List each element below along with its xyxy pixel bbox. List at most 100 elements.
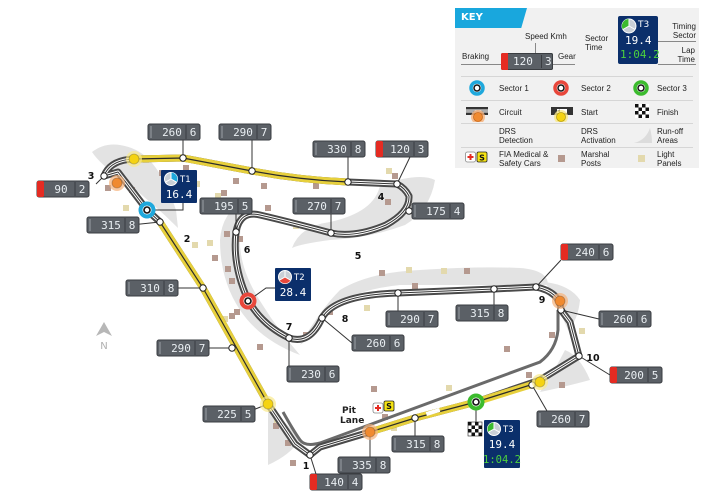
pit-lane	[281, 310, 560, 446]
callout-leader	[535, 259, 562, 288]
speed-value: 140	[324, 476, 344, 489]
box-edge	[295, 200, 297, 212]
gear-value: 8	[355, 143, 362, 156]
runoff-area	[220, 200, 300, 355]
key-label-sector-2: Sector 2	[581, 84, 611, 93]
marshal-post-icon	[412, 283, 418, 289]
gear-value: 7	[579, 413, 586, 426]
start-line	[425, 408, 441, 416]
braking-indicator	[37, 181, 44, 197]
speed-value: 315	[406, 438, 426, 451]
braking-indicator	[376, 141, 383, 157]
gear-value: 6	[190, 126, 197, 139]
gear-value: 6	[603, 246, 610, 259]
speed-trap-node	[228, 344, 236, 352]
sector-time: 19.4	[489, 438, 516, 451]
gear-value: 6	[394, 337, 401, 350]
light-panel-icon	[406, 267, 412, 273]
key-sample-sector-time: 19.4	[625, 34, 652, 47]
sector-gauge-segment	[279, 277, 291, 284]
speed-value: 90	[54, 183, 67, 196]
key-sample-gear: 3	[541, 55, 552, 68]
gear-value: 7	[428, 313, 435, 326]
box-edge	[221, 126, 223, 138]
key-title: KEY	[455, 8, 527, 28]
marshal-post-icon	[526, 372, 532, 378]
key-panel: KEY Speed Kmh Braking Gear 120 3 Sector …	[455, 8, 699, 168]
key-sample-speed: 120	[513, 55, 533, 68]
turn-number: 9	[539, 295, 546, 306]
marshal-post-icon	[265, 205, 271, 211]
key-label-finish: Finish	[657, 108, 679, 117]
braking-indicator	[310, 474, 317, 490]
box-edge	[394, 438, 396, 450]
marshal-post-icon	[371, 386, 377, 392]
key-label-drs-detection: DRS Detection	[499, 127, 533, 145]
callout-leader	[560, 309, 600, 320]
turn-number: 2	[184, 234, 191, 245]
turn-number: 1	[303, 461, 310, 472]
speed-trap-node	[327, 229, 335, 237]
speed-value: 230	[301, 368, 321, 381]
sector-time-label: Sector Time	[585, 34, 609, 52]
speed-trap-node	[318, 314, 326, 322]
sector-3-icon	[467, 393, 485, 411]
speed-trap-node	[575, 352, 583, 360]
marshal-post-icon	[285, 440, 291, 446]
key-sample-sector: T3	[638, 20, 650, 30]
marshal-post-icon	[225, 266, 231, 272]
box-edge	[414, 205, 416, 217]
marshal-post-icon	[382, 414, 388, 420]
box-edge	[128, 282, 130, 294]
speed-trap-node	[393, 180, 401, 188]
lap-time-label: Lap Time	[677, 46, 695, 64]
key-label-drs-activation: DRS Activation	[581, 127, 616, 145]
gear-value: 3	[418, 143, 425, 156]
sector-name: T2	[293, 273, 305, 283]
runoff-icon	[634, 128, 652, 143]
speed-value: 315	[101, 219, 121, 232]
marshal-post-icon	[464, 268, 470, 274]
key-sample-lap-time: 1:04.2	[620, 48, 660, 61]
key-timing-box: T3 19.4 1:04.2	[618, 16, 660, 64]
speed-value: 260	[613, 313, 633, 326]
marshal-post-icon	[549, 332, 555, 338]
marshal-post-icon	[234, 309, 240, 315]
marshal-post-icon	[212, 255, 218, 261]
turn-number: 5	[355, 251, 362, 262]
braking-indicator	[561, 244, 568, 260]
gear-value: 5	[242, 200, 249, 213]
light-panel-icon	[192, 242, 198, 248]
speed-value: 175	[426, 205, 446, 218]
sector-2-icon	[239, 292, 257, 310]
compass: N	[96, 322, 112, 352]
drs-detection-icon	[554, 295, 566, 307]
speed-box-bg	[391, 435, 445, 453]
speed-value: 195	[214, 200, 234, 213]
marshal-post-icon	[221, 190, 227, 196]
speed-box-bg	[286, 365, 340, 383]
box-edge	[159, 342, 161, 354]
speed-trap-node	[285, 334, 293, 342]
north-arrow-icon	[96, 322, 112, 336]
speed-box-bg	[156, 339, 210, 357]
gear-value: 8	[434, 438, 441, 451]
light-panel-icon	[386, 168, 392, 174]
marshal-post-icon	[183, 165, 189, 171]
light-panel-icon	[364, 305, 370, 311]
light-panel-icon	[222, 316, 228, 322]
callout-leader	[578, 355, 611, 376]
